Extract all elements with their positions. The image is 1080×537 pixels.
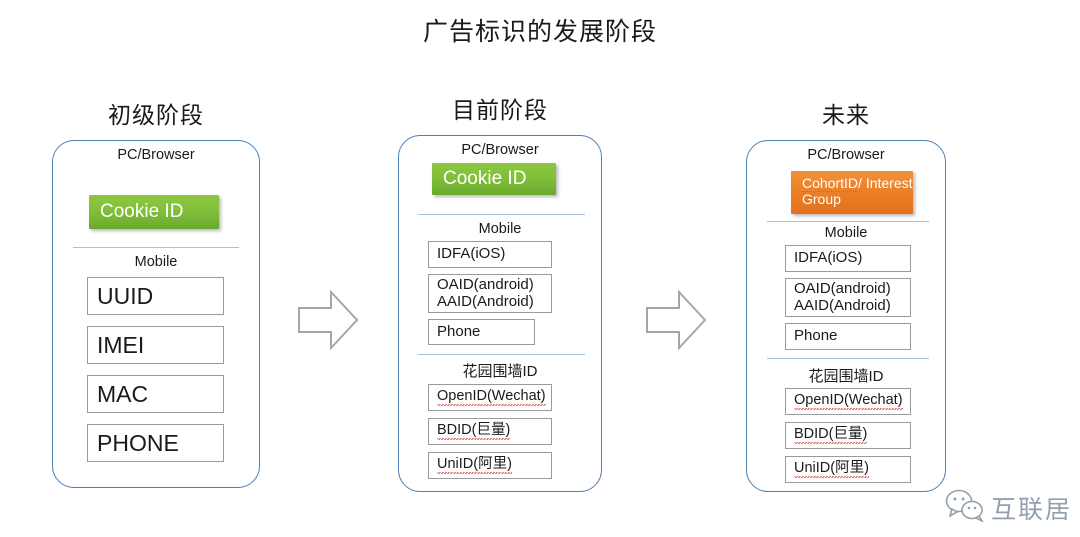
id-box-bdid-3[interactable]: BDID(巨量) bbox=[785, 422, 911, 449]
arrow-stage2-to-stage3 bbox=[645, 289, 707, 355]
id-box-bdid-2[interactable]: BDID(巨量) bbox=[428, 418, 552, 445]
id-box-openid-3[interactable]: OpenID(Wechat) bbox=[785, 388, 911, 415]
watermark-text: 互联居 bbox=[990, 495, 1072, 524]
id-box-phone-2[interactable]: Phone bbox=[428, 319, 535, 345]
id-box-idfa-2[interactable]: IDFA(iOS) bbox=[428, 241, 552, 268]
section-label-walled-garden-2: 花园围墙ID bbox=[462, 363, 538, 380]
section-label-pc-browser-3: PC/Browser bbox=[807, 147, 885, 163]
section-label-pc-browser-1: PC/Browser bbox=[117, 147, 195, 163]
page-title: 广告标识的发展阶段 bbox=[422, 18, 657, 46]
id-box-bdid-2-text: BDID(巨量) bbox=[437, 422, 511, 441]
id-box-aaid-line-2: AAID(Android) bbox=[437, 292, 534, 310]
id-box-oaid-line-2: OAID(android) bbox=[437, 276, 534, 294]
divider-2a bbox=[418, 214, 585, 215]
id-box-openid-2[interactable]: OpenID(Wechat) bbox=[428, 384, 552, 411]
chip-cohort-id-line: CohortID/ bbox=[802, 175, 862, 192]
id-box-imei[interactable]: IMEI bbox=[87, 326, 224, 364]
id-box-oaid-line-3: OAID(android) bbox=[794, 280, 891, 298]
id-box-phone-1[interactable]: PHONE bbox=[87, 424, 224, 462]
id-box-openid-3-text: OpenID(Wechat) bbox=[794, 392, 903, 411]
stage-card-3: PC/Browser CohortID/ Interest Group Mobi… bbox=[746, 140, 946, 492]
chip-cohort-id-interest-group[interactable]: CohortID/ Interest Group bbox=[791, 171, 913, 214]
id-box-aaid-line-3: AAID(Android) bbox=[794, 296, 891, 314]
section-label-pc-browser-2: PC/Browser bbox=[461, 142, 539, 158]
id-box-phone-3[interactable]: Phone bbox=[785, 323, 911, 350]
chip-cookie-id-1[interactable]: Cookie ID bbox=[89, 195, 219, 229]
divider-3a bbox=[767, 221, 929, 222]
section-label-mobile-1: Mobile bbox=[134, 254, 178, 270]
id-box-openid-2-text: OpenID(Wechat) bbox=[437, 388, 546, 407]
id-box-oaid-aaid-3[interactable]: OAID(android) AAID(Android) bbox=[785, 278, 911, 317]
id-box-uuid[interactable]: UUID bbox=[87, 277, 224, 315]
id-box-idfa-3[interactable]: IDFA(iOS) bbox=[785, 245, 911, 272]
id-box-uniid-3-text: UniID(阿里) bbox=[794, 460, 869, 479]
id-box-mac[interactable]: MAC bbox=[87, 375, 224, 413]
divider-2b bbox=[418, 354, 585, 355]
stage-card-1: PC/Browser Cookie ID Mobile UUID IMEI MA… bbox=[52, 140, 260, 488]
section-label-walled-garden-3: 花园围墙ID bbox=[808, 368, 884, 385]
chip-cookie-id-2[interactable]: Cookie ID bbox=[432, 163, 556, 195]
id-box-bdid-3-text: BDID(巨量) bbox=[794, 426, 868, 445]
section-label-mobile-2: Mobile bbox=[478, 221, 522, 237]
chip-interest-group-line: Interest Group bbox=[802, 175, 913, 207]
column-heading-stage-2: 目前阶段 bbox=[452, 97, 548, 123]
stage-card-2: PC/Browser Cookie ID Mobile IDFA(iOS) OA… bbox=[398, 135, 602, 492]
divider-3b bbox=[767, 358, 929, 359]
id-box-uniid-2[interactable]: UniID(阿里) bbox=[428, 452, 552, 479]
arrow-stage1-to-stage2 bbox=[297, 289, 359, 355]
id-box-uniid-3[interactable]: UniID(阿里) bbox=[785, 456, 911, 483]
watermark: 互联居 bbox=[945, 488, 1072, 527]
column-heading-stage-1: 初级阶段 bbox=[108, 102, 204, 128]
section-label-mobile-3: Mobile bbox=[824, 225, 868, 241]
wechat-logo-icon bbox=[945, 488, 985, 527]
column-heading-stage-3: 未来 bbox=[822, 102, 870, 128]
divider-1a bbox=[73, 247, 239, 248]
id-box-uniid-2-text: UniID(阿里) bbox=[437, 456, 512, 475]
id-box-oaid-aaid-2[interactable]: OAID(android) AAID(Android) bbox=[428, 274, 552, 313]
